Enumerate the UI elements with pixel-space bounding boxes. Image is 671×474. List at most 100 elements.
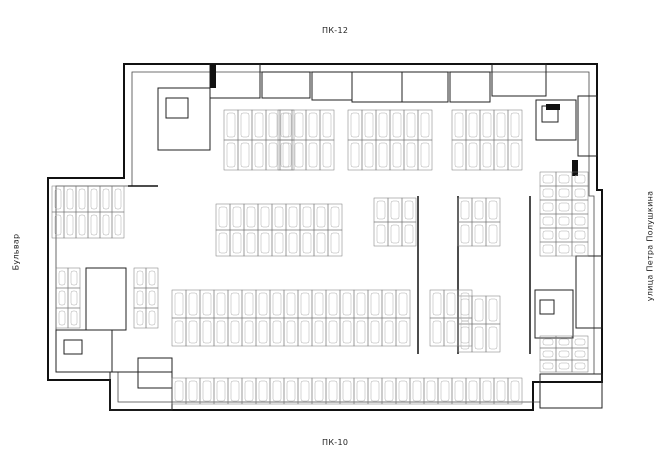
car-silhouette [482,380,492,402]
parking-stall [339,289,355,319]
parking-stall [171,377,187,405]
car-silhouette [148,290,156,306]
car-silhouette [102,214,110,236]
parking-stall [465,377,481,405]
parking-stall [229,203,245,231]
parking-stall [555,213,573,229]
car-silhouette [330,232,340,254]
car-silhouette [398,292,408,316]
car-silhouette [460,200,470,220]
parking-stall [271,229,287,257]
parking-stall [381,317,397,347]
car-silhouette [274,206,284,228]
parking-stall [471,323,487,353]
parking-stall [555,347,573,361]
parking-stall [555,171,573,187]
parking-stall [571,347,589,361]
parking-stall [305,109,321,141]
car-silhouette [574,338,586,346]
parking-stall [387,197,403,223]
car-silhouette [282,142,292,168]
car-silhouette [280,112,290,138]
car-silhouette [66,188,74,210]
car-silhouette [316,232,326,254]
car-silhouette [328,292,338,316]
car-silhouette [404,224,414,244]
car-silhouette [136,290,144,306]
car-silhouette [558,350,570,358]
car-silhouette [460,326,470,350]
parking-stall [311,377,327,405]
parking-stall [171,289,187,319]
car-silhouette [488,298,498,322]
parking-stall [457,197,473,223]
parking-stall [539,359,557,373]
car-silhouette [542,362,554,370]
parking-stall [269,289,285,319]
car-silhouette [258,380,268,402]
parking-stall [237,109,253,141]
car-silhouette [300,380,310,402]
car-silhouette [384,320,394,344]
car-silhouette [370,380,380,402]
parking-stall [185,377,201,405]
car-silhouette [272,292,282,316]
parking-stall [311,289,327,319]
car-silhouette [286,320,296,344]
parking-stall [99,211,113,239]
car-silhouette [322,142,332,168]
car-silhouette [558,174,570,184]
car-silhouette [58,290,66,306]
car-silhouette [510,112,520,138]
car-silhouette [286,380,296,402]
car-silhouette [356,320,366,344]
parking-stall [297,317,313,347]
parking-stall [389,139,405,171]
car-silhouette [102,188,110,210]
car-silhouette [364,112,374,138]
car-silhouette [474,224,484,244]
parking-stall [241,289,257,319]
car-silhouette [364,142,374,168]
car-silhouette [288,206,298,228]
parking-stall [145,307,159,329]
car-silhouette [574,202,586,212]
car-silhouette [350,112,360,138]
parking-stall [285,203,301,231]
parking-stall [471,221,487,247]
car-silhouette [398,380,408,402]
car-silhouette [392,142,402,168]
parking-stall [319,109,335,141]
parking-stall [457,295,473,325]
car-silhouette [454,142,464,168]
parking-stall [387,221,403,247]
car-silhouette [558,202,570,212]
car-silhouette [574,244,586,254]
car-silhouette [378,142,388,168]
parking-stall [255,317,271,347]
car-silhouette [558,244,570,254]
parking-stall [381,289,397,319]
car-silhouette [558,362,570,370]
parking-stall [51,185,65,213]
car-silhouette [558,338,570,346]
right-service-rooms [534,255,603,409]
car-silhouette [174,320,184,344]
parking-stall [227,317,243,347]
parking-stall [339,377,355,405]
car-silhouette [226,142,236,168]
car-silhouette [188,292,198,316]
car-silhouette [440,380,450,402]
parking-stall [539,199,557,215]
parking-stall [313,203,329,231]
parking-stall [87,185,101,213]
car-silhouette [330,206,340,228]
car-silhouette [314,292,324,316]
car-silhouette [316,206,326,228]
car-silhouette [406,142,416,168]
parking-stall [539,227,557,243]
car-silhouette [114,188,122,210]
parking-stall [215,203,231,231]
car-silhouette [136,270,144,286]
